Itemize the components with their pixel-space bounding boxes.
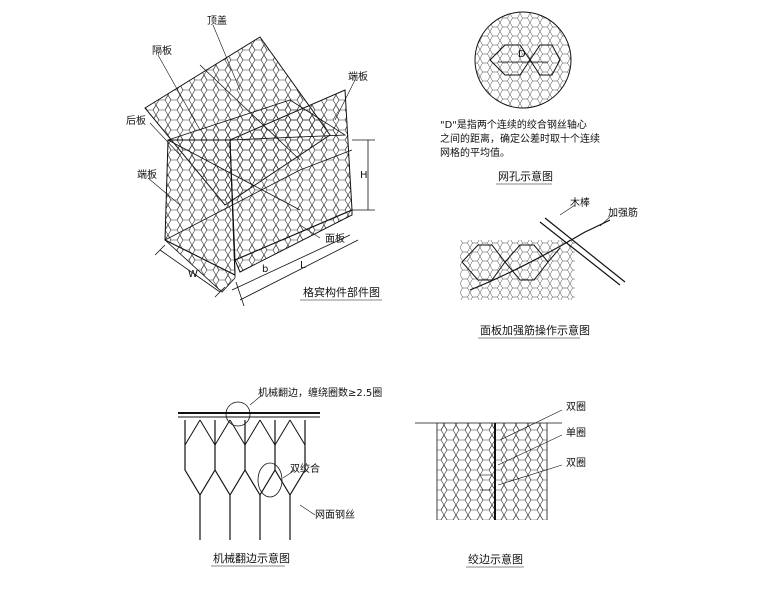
reinforcement-rib-figure: 木棒 加强筋 面板加强筋操作示意图 [460,196,638,339]
label-top-lid: 顶盖 [207,14,227,27]
end-panel-left [164,139,236,276]
caption-gabion-components: 格宾构件部件图 [303,285,380,299]
dim-w: W [188,269,198,280]
note-line-1: "D"是指两个连续的绞合钢丝轴心 [440,118,587,131]
caption-mechanical-edge: 机械翻边示意图 [213,551,290,565]
mesh-opening-figure: D "D"是指两个连续的绞合钢丝轴心 之间的距离，确定公差时取十个连续 网格的平… [440,11,600,185]
caption-rib-operation: 面板加强筋操作示意图 [480,323,590,337]
label-back-panel: 后板 [126,114,146,127]
label-single-loop: 单圈 [566,427,586,439]
label-wooden-stick: 木棒 [570,196,590,209]
caption-selvedge: 绞边示意图 [468,552,523,566]
front-panel [234,209,353,273]
label-end-panel-right: 端板 [348,70,368,83]
selvedge-figure: 双圈 单圈 双圈 绞边示意图 [415,401,586,568]
label-partition: 隔板 [152,44,172,57]
dim-b: b [262,264,268,275]
gabion-components-figure: 顶盖 隔板 后板 端板 端板 面板 H W b L 格宾构件部件图 [126,14,382,307]
label-front-panel: 面板 [325,232,345,245]
note-line-3: 网格的平均值。 [440,146,510,159]
label-rib: 加强筋 [608,206,638,219]
caption-mesh-opening: 网孔示意图 [498,169,553,183]
dim-l: L [300,260,306,271]
label-mesh-wire: 网面钢丝 [315,508,355,521]
dim-h: H [360,170,368,181]
label-double-twist: 双绞合 [290,462,320,475]
label-double-loop-top: 双圈 [566,401,586,413]
lower-front-face [164,239,236,293]
label-end-panel-left: 端板 [137,168,157,181]
label-mechanical-edge: 机械翻边，缠绕圈数≥2.5圈 [258,386,382,399]
note-line-2: 之间的距离，确定公差时取十个连续 [440,132,600,145]
mechanical-edge-figure: 机械翻边，缠绕圈数≥2.5圈 双绞合 网面钢丝 机械翻边示意图 [178,386,382,567]
label-d: D [518,49,526,60]
label-double-loop-bottom: 双圈 [566,457,586,469]
